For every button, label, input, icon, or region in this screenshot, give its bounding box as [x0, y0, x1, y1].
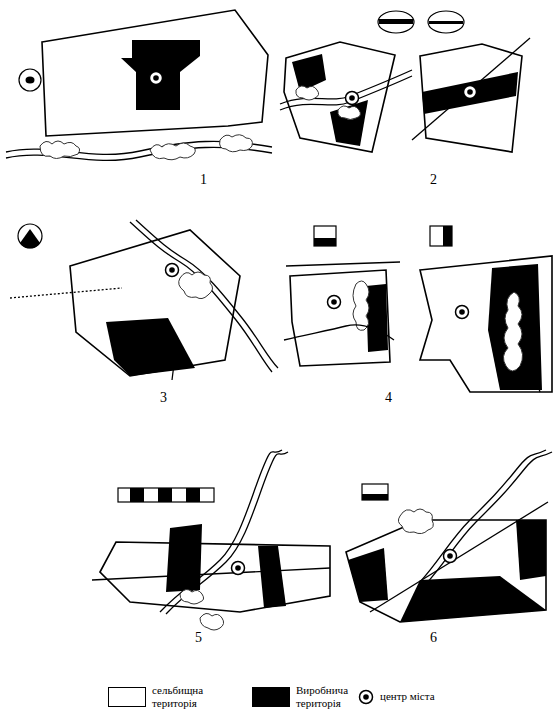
legend-text: Виробнича територія: [296, 684, 374, 710]
legend-text: центр міста: [380, 690, 458, 703]
scheme-number: 6: [430, 630, 437, 646]
legend-swatch: [252, 687, 290, 707]
legend-swatch: [108, 687, 146, 707]
scheme-number: 5: [195, 630, 202, 646]
scheme-number: 4: [385, 390, 392, 406]
scheme-number: 2: [430, 172, 437, 188]
legend-text: сельбищна територія: [152, 684, 230, 710]
scheme-number: 3: [160, 390, 167, 406]
scheme-number: 1: [200, 172, 207, 188]
